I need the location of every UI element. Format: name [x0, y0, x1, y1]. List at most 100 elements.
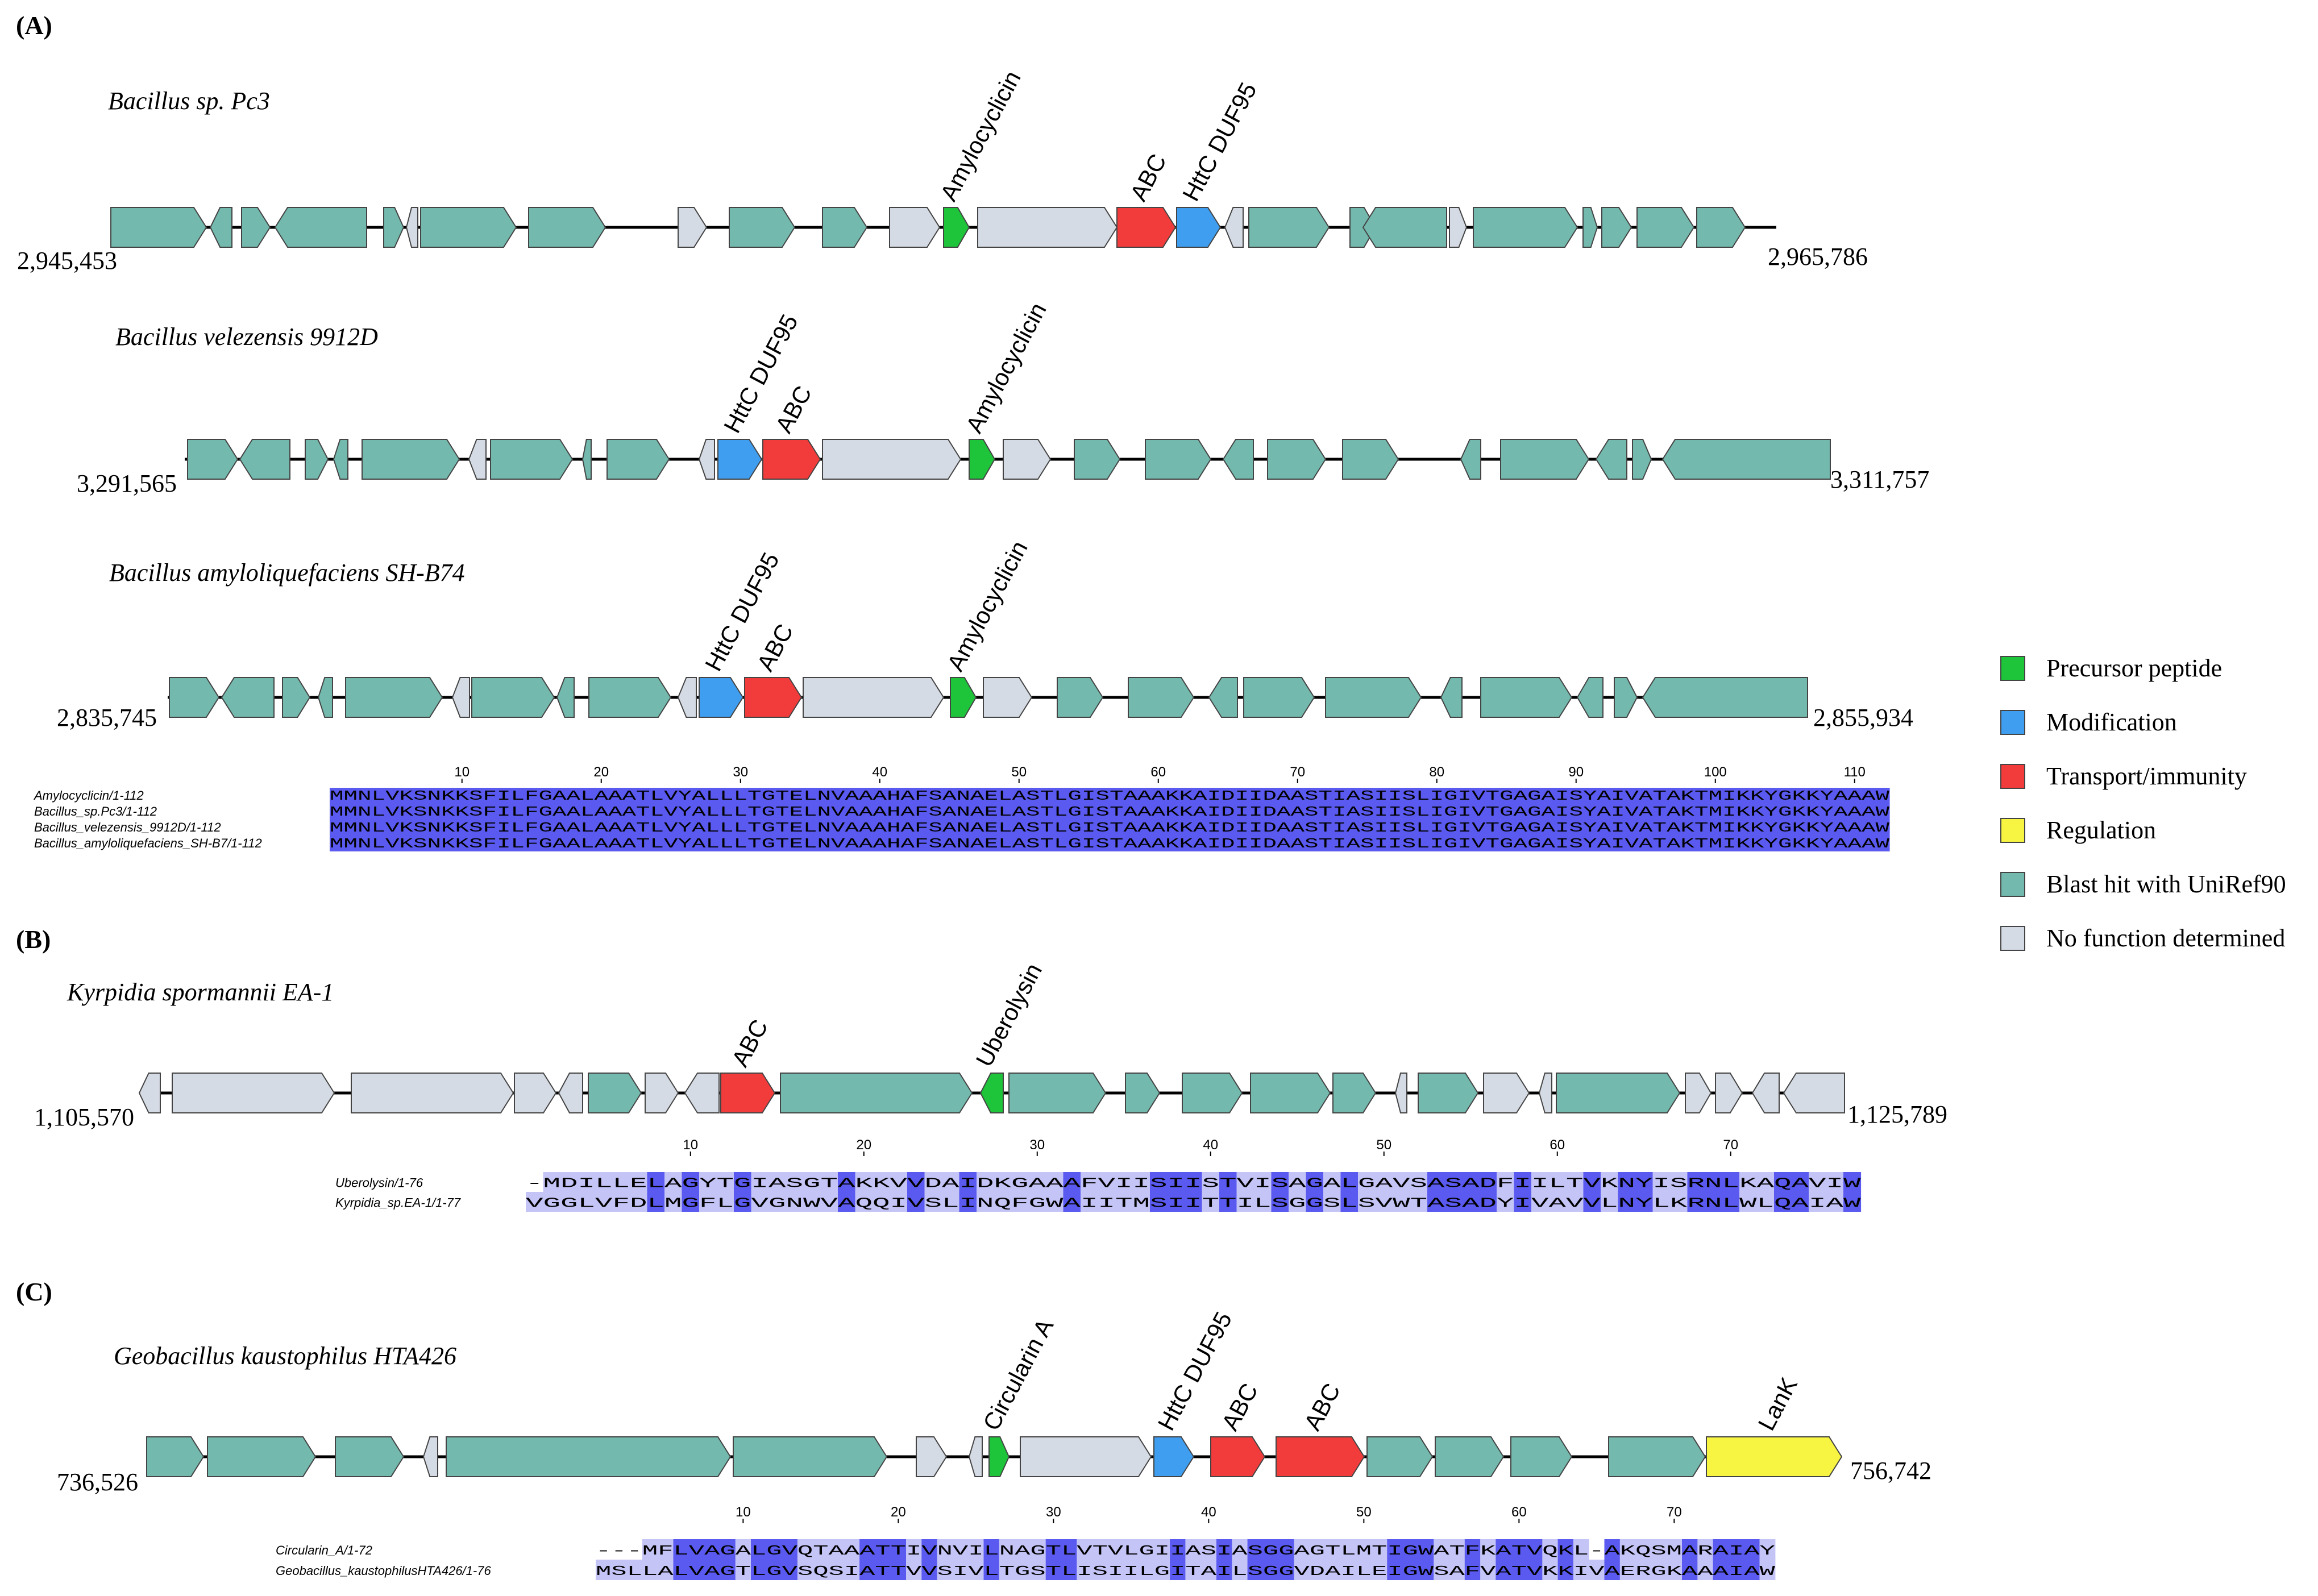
alignment-cell: [1012, 804, 1027, 820]
gene-arrow-nofunc: [822, 439, 962, 480]
alignment-cell: [1305, 836, 1319, 851]
alignment-sequence-name: Geobacillus_kaustophilusHTA426/1-76: [276, 1564, 491, 1578]
alignment-cell: [1667, 836, 1681, 851]
alignment-cell: [1028, 1172, 1046, 1192]
alignment-cell: [1485, 788, 1500, 804]
alignment-tick-label: 10: [683, 1137, 698, 1153]
alignment-cell: [510, 804, 525, 820]
alignment-cell: [1694, 820, 1709, 836]
alignment-cell: [497, 804, 512, 820]
alignment-cell: [733, 836, 748, 851]
alignment-cell: [1402, 1560, 1419, 1580]
alignment-cell: [1739, 1172, 1758, 1192]
alignment-cell: [1434, 1560, 1450, 1580]
gene-arrow-nofunc: [698, 439, 715, 480]
alignment-cell: [1774, 1172, 1792, 1192]
alignment-cell: [859, 804, 874, 820]
alignment-cell: [1457, 820, 1472, 836]
alignment-cell: [1137, 788, 1152, 804]
alignment-cell: [1750, 836, 1765, 851]
alignment-cell: [803, 1192, 821, 1212]
alignment-cell: [977, 1192, 995, 1212]
gene-arrow-nofunc: [983, 677, 1033, 718]
alignment-cell: [1670, 1192, 1688, 1212]
alignment-cell: [413, 788, 428, 804]
alignment-cell: [595, 1172, 613, 1192]
alignment-cell: [1012, 788, 1027, 804]
gene-arrow-transport: [720, 1073, 776, 1113]
alignment-cell: [999, 1560, 1015, 1580]
alignment-cell: [1705, 1192, 1723, 1212]
cluster-c1: Geobacillus kaustophilus HTA426 Circular…: [57, 1307, 1931, 1496]
alignment-cell: [441, 820, 456, 836]
alignment-cell: [1221, 788, 1236, 804]
alignment-cell: [1666, 1560, 1683, 1580]
legend-label: Transport/immunity: [2046, 762, 2247, 790]
alignment-cell: [1278, 1539, 1295, 1560]
alignment-cell: [735, 1539, 751, 1560]
alignment-cell: [813, 1560, 829, 1580]
alignment-cell: [1566, 1192, 1584, 1212]
alignment-cell: [1290, 804, 1305, 820]
alignment-cell: [803, 804, 818, 820]
alignment-cell: [1185, 1192, 1203, 1212]
alignment-cell: [1569, 788, 1584, 804]
gene-arrow-blast: [822, 207, 868, 248]
alignment-cell: [970, 836, 985, 851]
alignment-cell: [1708, 788, 1723, 804]
alignment-cell: [1496, 1539, 1512, 1560]
alignment-cell: [371, 788, 386, 804]
alignment-cell: [1583, 804, 1598, 820]
gene-arrow-blast: [221, 677, 275, 718]
alignment-cell: [1254, 1172, 1272, 1192]
gene-arrow-blast: [588, 1073, 642, 1113]
alignment-cell: [1739, 1192, 1758, 1212]
start-coordinate: 2,945,453: [17, 247, 117, 275]
alignment-cell: [1708, 820, 1723, 836]
alignment-cell: [1750, 804, 1765, 820]
alignment-sequence: ---MFLVAGALGVQTAAATTIVNVILNAGTLVTVLGIIAS…: [596, 1544, 1775, 1559]
alignment-cell: [1040, 836, 1054, 851]
alignment-cell: [1680, 804, 1695, 820]
alignment-cell: [578, 1192, 596, 1212]
alignment-cell: [984, 836, 999, 851]
gene-arrow-blast: [490, 439, 574, 480]
gene-arrow-nofunc: [451, 677, 470, 718]
alignment-cell: [1356, 1560, 1372, 1580]
alignment-cell: [1290, 820, 1305, 836]
species-name: Bacillus sp. Pc3: [108, 87, 270, 115]
alignment-cell: [1179, 820, 1194, 836]
alignment-cell: [1806, 804, 1821, 820]
gene-arrow-nofunc: [1483, 1073, 1530, 1113]
alignment-cell: [1219, 1172, 1237, 1192]
gene-arrow-blast: [729, 207, 796, 248]
alignment-cell: [1480, 1539, 1496, 1560]
alignment-cell: [1011, 1192, 1029, 1212]
alignment-cell: [1557, 1560, 1574, 1580]
alignment-cell: [1499, 820, 1514, 836]
alignment-cell: [1694, 788, 1709, 804]
alignment-cell: [733, 788, 748, 804]
alignment-cell: [538, 804, 553, 820]
alignment-cell: [838, 1192, 856, 1212]
alignment-tick-label: 70: [1667, 1504, 1682, 1520]
alignment-cell: [1497, 1172, 1515, 1192]
alignment-cell: [956, 836, 971, 851]
alignment-cell: [855, 1172, 873, 1192]
alignment-cell: [612, 1172, 630, 1192]
alignment-cell: [1115, 1192, 1133, 1212]
alignment-cell: [782, 1539, 798, 1560]
alignment-cell: [1185, 1560, 1202, 1580]
alignment-cell: [1670, 1172, 1688, 1192]
alignment-cell: [650, 836, 664, 851]
alignment-cell: [803, 820, 818, 836]
alignment-cell: [900, 820, 915, 836]
gene-arrow-nofunc: [405, 207, 418, 248]
alignment-cell: [928, 788, 943, 804]
alignment-cell: [942, 1192, 960, 1212]
alignment-cell: [538, 820, 553, 836]
alignment-cell: [1207, 788, 1222, 804]
alignment-cell: [647, 1172, 665, 1192]
alignment-sequence-name: Uberolysin/1-76: [335, 1175, 423, 1190]
